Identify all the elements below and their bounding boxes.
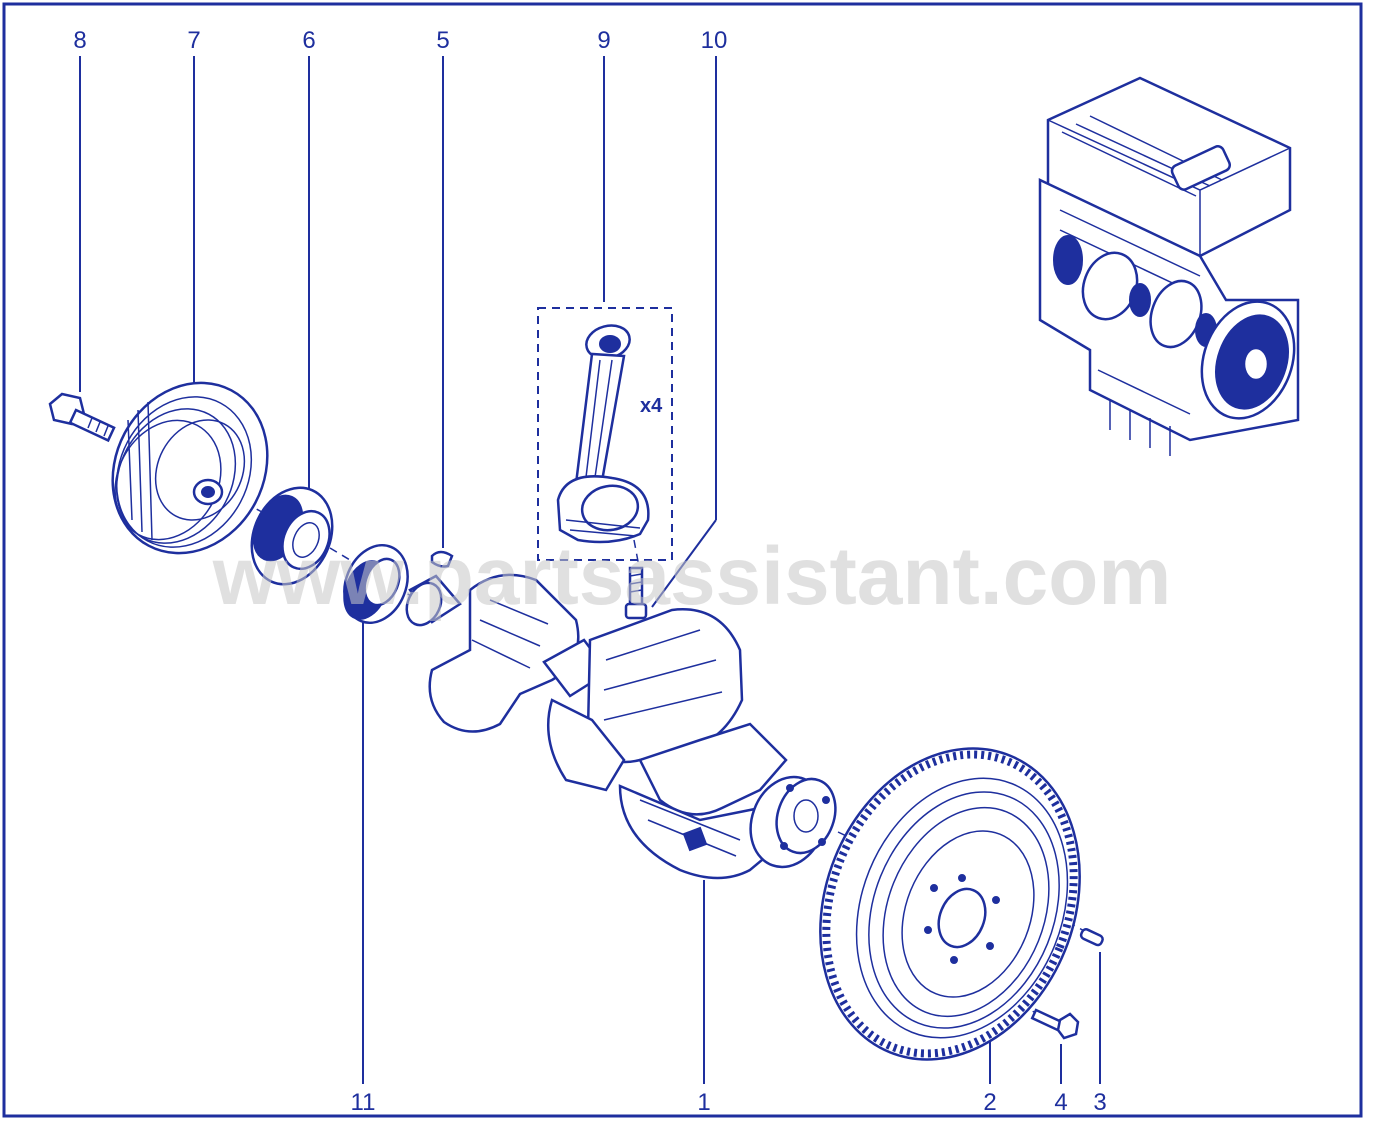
- quantity-note: x4: [640, 395, 663, 417]
- dowel-pin-illustration: [1079, 928, 1104, 947]
- callout-7: 7: [187, 27, 200, 54]
- pulley-bolt-illustration: [48, 392, 116, 443]
- connecting-rod-group: x4: [537, 307, 673, 561]
- crankshaft-pulley-illustration: [111, 381, 269, 555]
- connecting-rod-box: [537, 307, 673, 561]
- crank-sprocket-illustration: [250, 486, 334, 586]
- woodruff-key-illustration: [430, 550, 454, 568]
- rod-bolt-illustration: [624, 566, 648, 620]
- callout-6: 6: [302, 27, 315, 54]
- diagram-frame: [2, 2, 1363, 1118]
- callout-10: 10: [701, 27, 728, 54]
- callout-labels: 8 7 6 5 9 10 11 1 2 4 3: [73, 27, 1106, 1116]
- callout-9: 9: [597, 27, 610, 54]
- callout-3: 3: [1093, 1089, 1106, 1116]
- crankshaft-illustration: [405, 573, 837, 880]
- flywheel-illustration: [819, 747, 1081, 1061]
- callout-4: 4: [1054, 1089, 1067, 1116]
- callout-5: 5: [436, 27, 449, 54]
- watermark-text: www.partsassistant.com: [212, 531, 1172, 622]
- callout-2: 2: [983, 1089, 996, 1116]
- callout-1: 1: [697, 1089, 710, 1116]
- callout-8: 8: [73, 27, 86, 54]
- callout-11: 11: [351, 1089, 376, 1116]
- front-oil-seal-illustration: [343, 543, 409, 625]
- flywheel-bolt-illustration: [1030, 1008, 1080, 1040]
- engine-overview-thumbnail: [1038, 76, 1300, 456]
